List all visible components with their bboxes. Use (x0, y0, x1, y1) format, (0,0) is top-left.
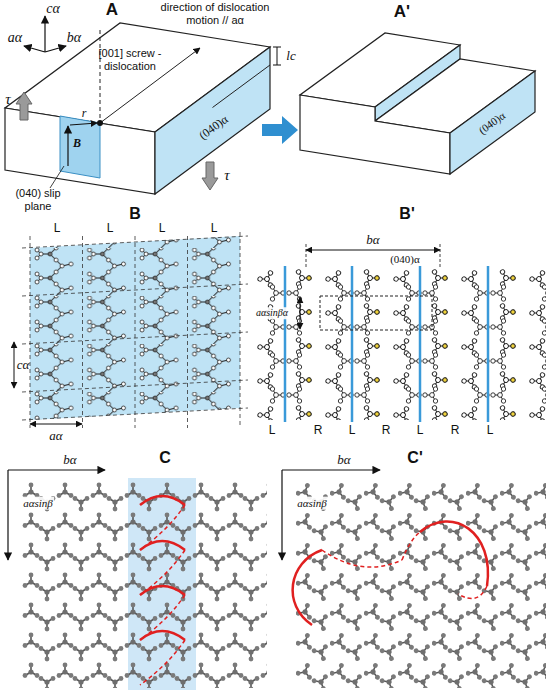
panel-b (14, 232, 248, 428)
axis-label: cα (17, 358, 30, 373)
panel-letter: A (106, 0, 118, 20)
axis-label: aαsinβα (255, 307, 289, 319)
axis-label: aα (8, 30, 22, 46)
axis-label: bα (67, 30, 81, 46)
layer-label: L (159, 222, 166, 236)
layer-label: R (314, 424, 323, 438)
panel-letter: C' (407, 449, 422, 467)
stress-label: τ (5, 91, 10, 108)
axis-label: bα (63, 453, 76, 468)
axis-label: bα (337, 453, 350, 468)
transition-arrow (262, 116, 298, 144)
plane-label: (040)α (389, 253, 421, 266)
layer-label: R (451, 424, 460, 438)
axes (24, 16, 66, 52)
layer-label: L (417, 424, 424, 438)
dislocation-core (97, 120, 103, 126)
panel-c (8, 470, 267, 690)
layer-label: R (382, 424, 391, 438)
annotation: (040) slip plane (5, 187, 71, 212)
axis-label: cα (46, 1, 60, 17)
dislocation-line (100, 30, 101, 123)
plane-label: (040)α (197, 113, 231, 143)
leader-line (50, 166, 64, 188)
dimension-label: lc (286, 49, 295, 64)
panel-c-prime (282, 470, 546, 688)
step-line (213, 65, 271, 108)
layer-label: L (107, 222, 114, 236)
layer-label: L (269, 424, 276, 438)
panel-letter: B (129, 205, 141, 223)
radius-arrow (70, 123, 97, 125)
plane-label: (040)α (476, 109, 507, 137)
panel-a (5, 16, 281, 194)
stress-label: τ (224, 167, 229, 184)
panel-b-prime (252, 244, 546, 422)
annotation: [001] screw -dislocation (95, 47, 165, 72)
axis-label: aαsinβ (296, 497, 328, 510)
axis-label: aαsinβ (22, 497, 54, 510)
panel-letter: C (159, 449, 171, 467)
radius-label: r (82, 107, 87, 121)
axis-label: aα (49, 429, 62, 444)
burgers-label: B (73, 137, 81, 151)
slip-plane (60, 116, 100, 178)
panel-a-prime (300, 33, 535, 174)
burgers-arrow (67, 126, 68, 166)
panel-letter: B' (399, 205, 414, 223)
layer-label: L (487, 424, 494, 438)
lc-bracket (273, 47, 281, 65)
axis-label: bα (366, 233, 379, 248)
layer-label: L (349, 424, 356, 438)
layer-label: L (54, 222, 61, 236)
panel-letter: A' (394, 2, 410, 22)
annotation: direction of dislocation motion // aα (148, 1, 283, 26)
front-face (5, 108, 155, 194)
layer-label: L (211, 222, 218, 236)
stress-arrow (202, 162, 218, 190)
stress-arrow (16, 92, 32, 120)
